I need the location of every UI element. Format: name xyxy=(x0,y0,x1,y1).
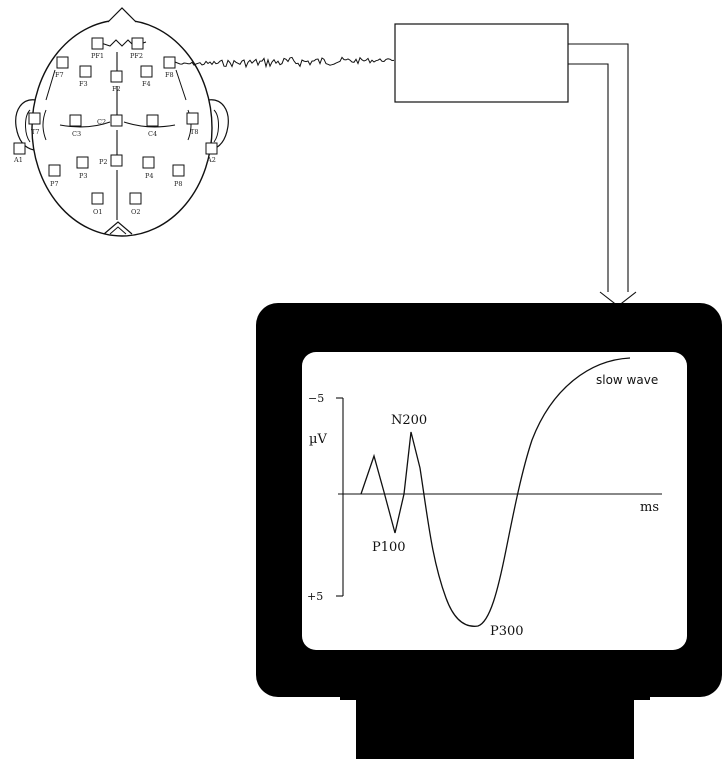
y-unit-label: µV xyxy=(309,432,327,447)
peak-label-p300: P300 xyxy=(490,624,524,639)
slow-wave-label: slow wave xyxy=(596,373,658,387)
svg-text:F8: F8 xyxy=(165,71,174,79)
svg-text:C3: C3 xyxy=(72,130,81,138)
svg-text:P3: P3 xyxy=(79,172,88,180)
electrode-fp2: PF2 xyxy=(130,38,143,60)
svg-text:C2: C2 xyxy=(97,118,106,126)
electrode-c4: C4 xyxy=(147,115,158,138)
svg-text:F2: F2 xyxy=(112,85,121,93)
electrode-o2: O2 xyxy=(130,193,141,216)
electrode-o1: O1 xyxy=(92,193,103,216)
head-diagram: PF1 PF2 F7 F3 F2 F4 F8 T7 xyxy=(13,8,228,236)
electrode-fz: F2 xyxy=(111,71,122,93)
svg-text:F3: F3 xyxy=(79,80,88,88)
svg-text:A2: A2 xyxy=(206,156,216,164)
electrode-t7: T7 xyxy=(29,113,40,136)
electrode-a2: A2 xyxy=(206,143,217,164)
y-tick-bottom: +5 xyxy=(307,590,323,603)
svg-text:PF2: PF2 xyxy=(130,52,143,60)
svg-text:O2: O2 xyxy=(131,208,140,216)
svg-text:F7: F7 xyxy=(55,71,64,79)
electrode-p4: P4 xyxy=(143,157,154,180)
electrode-p8: P8 xyxy=(173,165,184,188)
nose xyxy=(108,8,136,22)
y-tick-top: −5 xyxy=(308,392,324,405)
eeg-signal-wire xyxy=(175,57,394,67)
head-outline xyxy=(32,20,212,236)
peak-label-p100: P100 xyxy=(372,540,406,555)
monitor-stand xyxy=(356,690,634,759)
monitor: −5 +5 µV ms N200 P100 P300 slow wave xyxy=(256,303,722,759)
svg-text:A1: A1 xyxy=(13,156,23,164)
electrode-p3: P3 xyxy=(77,157,88,180)
svg-text:F4: F4 xyxy=(142,80,151,88)
svg-text:P8: P8 xyxy=(174,180,183,188)
svg-text:P2: P2 xyxy=(99,158,108,166)
svg-text:C4: C4 xyxy=(148,130,157,138)
svg-text:P7: P7 xyxy=(50,180,59,188)
amplifier-box xyxy=(395,24,568,102)
electrode-p7: P7 xyxy=(49,165,60,188)
electrode-f4: F4 xyxy=(141,66,152,88)
svg-text:T7: T7 xyxy=(31,128,39,136)
electrode-c3: C3 xyxy=(70,115,81,138)
electrode-f8: F8 xyxy=(164,57,175,79)
monitor-screen xyxy=(302,352,687,650)
svg-text:PF1: PF1 xyxy=(91,52,104,60)
output-cable xyxy=(568,44,636,306)
x-unit-label: ms xyxy=(640,500,659,515)
peak-label-n200: N200 xyxy=(391,413,427,428)
svg-text:P4: P4 xyxy=(145,172,154,180)
svg-text:O1: O1 xyxy=(93,208,102,216)
electrode-a1: A1 xyxy=(13,143,25,164)
svg-text:T8: T8 xyxy=(190,128,198,136)
electrode-fp1: PF1 xyxy=(91,38,104,60)
